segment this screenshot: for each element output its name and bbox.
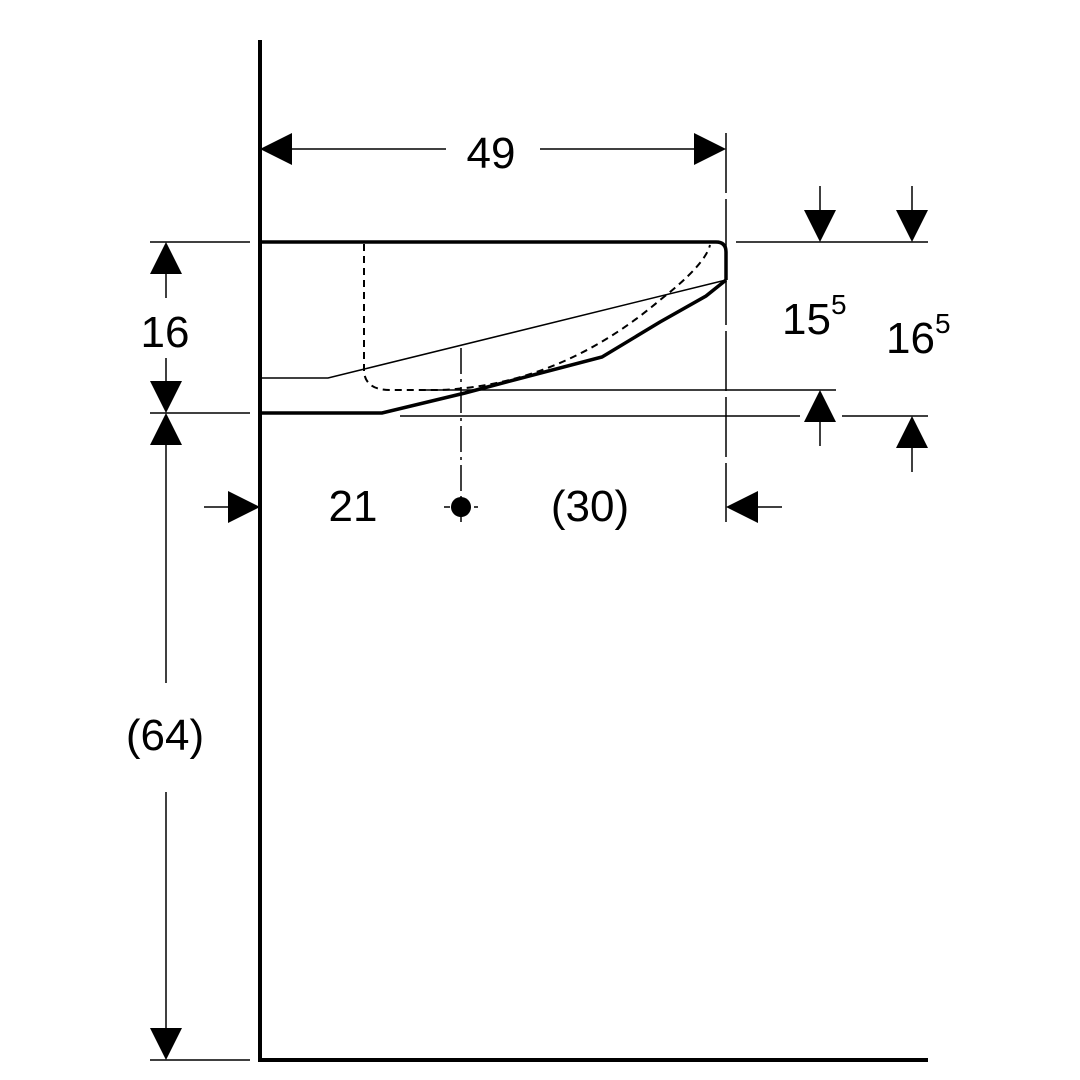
arrow-165-bottom bbox=[896, 416, 928, 448]
arrow-21 bbox=[228, 491, 260, 523]
arrow-165-top bbox=[896, 210, 928, 242]
dim-basin-height-label: 16 bbox=[141, 308, 190, 357]
arrow-30 bbox=[726, 491, 758, 523]
basin-bottom-outline bbox=[260, 278, 728, 415]
dim-drain-offset-label: 21 bbox=[329, 482, 378, 531]
basin-bowl-hidden-line bbox=[363, 244, 711, 391]
dim-drain-front-label: (30) bbox=[551, 482, 629, 531]
dim-mount-height-label: (64) bbox=[126, 711, 204, 760]
arrow-16-top bbox=[150, 242, 182, 274]
arrow-155-bottom bbox=[804, 390, 836, 422]
dim-inner-height-label: 155 bbox=[782, 289, 847, 344]
arrowheads bbox=[150, 133, 928, 1060]
arrow-64-bottom bbox=[150, 1028, 182, 1060]
arrow-49-left bbox=[260, 133, 292, 165]
arrow-49-right bbox=[694, 133, 726, 165]
basin-inner-line bbox=[260, 279, 727, 379]
arrow-155-top bbox=[804, 210, 836, 242]
dim-outer-height-label: 165 bbox=[886, 308, 951, 363]
basin-top-outline bbox=[260, 240, 728, 280]
arrow-16-bottom bbox=[150, 381, 182, 413]
arrow-64-top bbox=[150, 413, 182, 445]
dim-depth-label: 49 bbox=[467, 129, 516, 178]
drain-point bbox=[451, 497, 471, 517]
